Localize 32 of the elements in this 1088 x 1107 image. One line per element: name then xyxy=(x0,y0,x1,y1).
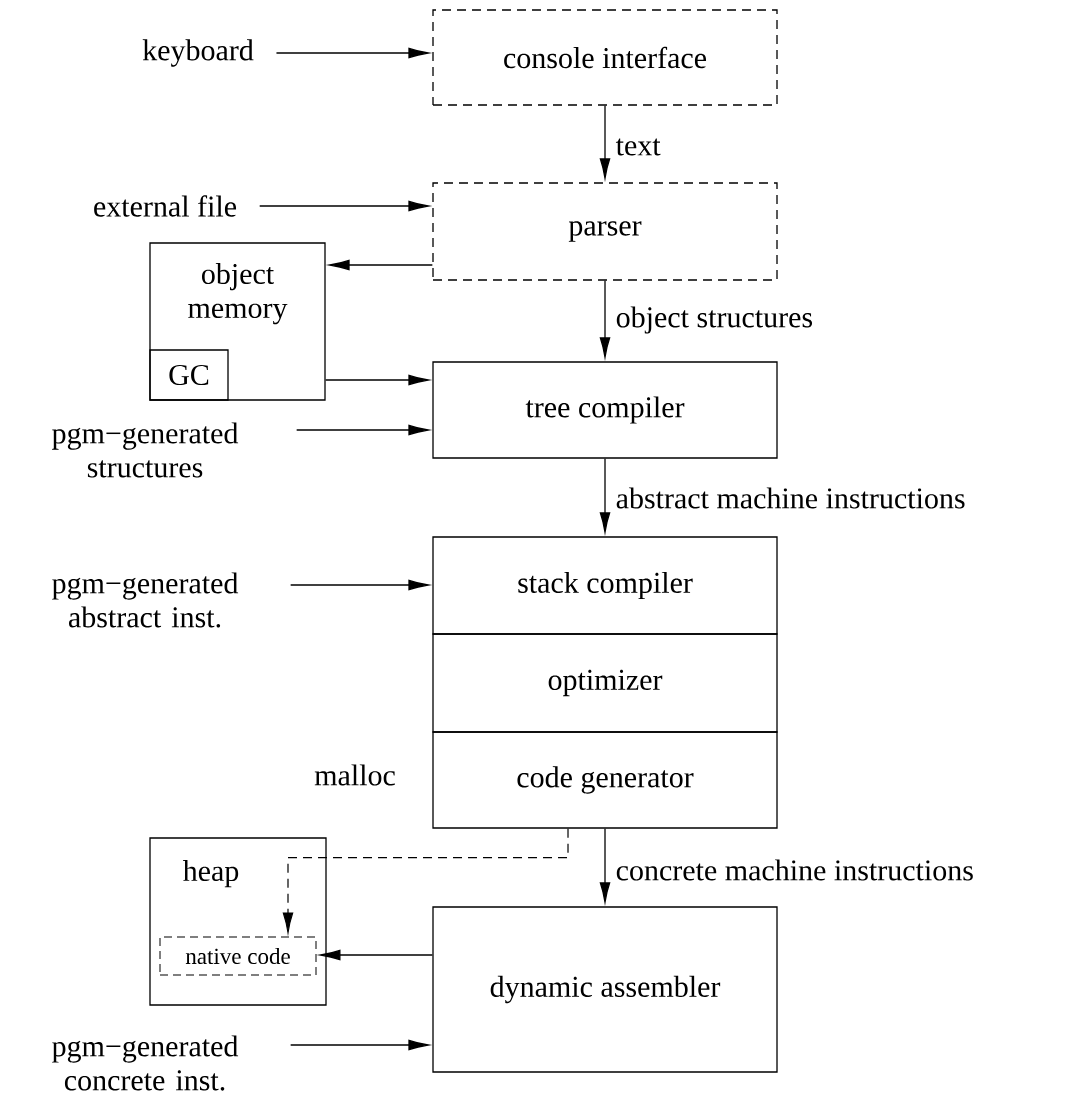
process-box: dynamic assembler xyxy=(432,906,778,1073)
edge-label: object structures xyxy=(613,304,816,336)
arrow xyxy=(296,424,429,436)
process-box: code generator xyxy=(432,731,778,829)
native-code-box: native code xyxy=(159,936,317,976)
input-label: external file xyxy=(94,195,237,217)
process-box: parser xyxy=(432,182,778,281)
arrow xyxy=(599,828,611,903)
arrow xyxy=(259,200,429,212)
arrow xyxy=(599,458,611,533)
arrow xyxy=(282,828,569,934)
input-label: pgm−generated structures xyxy=(52,422,239,478)
gc-box: GC xyxy=(149,349,229,401)
input-label: pgm−generated concrete inst. xyxy=(52,1035,239,1091)
arrow xyxy=(329,259,433,271)
arrow xyxy=(325,374,429,386)
text-label: malloc xyxy=(314,764,395,786)
arrow xyxy=(290,1039,429,1051)
edge-label: text xyxy=(613,136,663,158)
edge-label: concrete machine instructions xyxy=(613,857,976,883)
input-label: pgm−generated abstract inst. xyxy=(52,572,239,628)
process-box: optimizer xyxy=(432,633,778,733)
process-box: stack compiler xyxy=(432,536,778,635)
arrow xyxy=(599,280,611,358)
arrow xyxy=(599,105,611,179)
process-box: console interface xyxy=(432,9,778,106)
arrow xyxy=(320,949,433,961)
arrow xyxy=(290,579,429,591)
input-label: keyboard xyxy=(142,39,254,67)
edge-label: abstract machine instructions xyxy=(613,485,968,511)
process-box: tree compiler xyxy=(432,361,778,459)
arrow xyxy=(275,47,429,59)
